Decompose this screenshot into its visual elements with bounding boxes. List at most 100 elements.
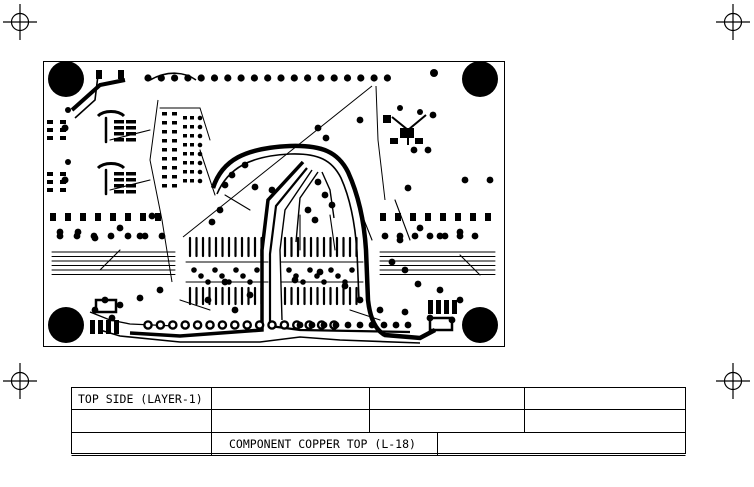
annular-pad bbox=[155, 320, 166, 330]
smd-pad bbox=[47, 172, 53, 176]
via-pad bbox=[197, 124, 203, 130]
smd-pad bbox=[172, 148, 177, 152]
smd-pad bbox=[183, 179, 187, 183]
mounting-holes bbox=[48, 61, 498, 343]
via-pad bbox=[461, 176, 469, 184]
smd-pad bbox=[190, 143, 194, 147]
annular-pad bbox=[254, 320, 265, 330]
copper-trace bbox=[394, 199, 411, 241]
via-pad bbox=[397, 105, 403, 111]
smd-pad bbox=[114, 120, 124, 124]
annular-pad bbox=[167, 320, 178, 330]
mounting-hole-icon bbox=[462, 61, 498, 97]
via-pad bbox=[356, 296, 364, 304]
smd-pad bbox=[383, 115, 391, 123]
mounting-hole-icon bbox=[48, 307, 84, 343]
copper-trace bbox=[179, 299, 211, 311]
smd-pad bbox=[47, 120, 53, 124]
smd-pad bbox=[190, 152, 194, 156]
smd-pad bbox=[162, 166, 167, 170]
copper-trace bbox=[96, 162, 126, 170]
via-pad bbox=[136, 294, 144, 302]
via-pad bbox=[157, 74, 165, 82]
annular-pad bbox=[242, 320, 252, 330]
smd-pad bbox=[162, 148, 167, 152]
via-pad bbox=[210, 74, 219, 82]
annular-pad bbox=[205, 320, 215, 330]
smd-pad bbox=[172, 130, 177, 134]
via-pad bbox=[376, 306, 384, 314]
smd-pad bbox=[114, 138, 124, 142]
smd-pad bbox=[60, 188, 66, 192]
smd-pad bbox=[110, 213, 116, 221]
via-pad bbox=[401, 266, 409, 274]
smd-pad bbox=[65, 213, 71, 221]
smd-pad bbox=[125, 213, 131, 221]
smd-pad bbox=[80, 213, 86, 221]
board-outline bbox=[43, 61, 505, 347]
via-pad bbox=[321, 191, 329, 199]
copper-trace bbox=[359, 209, 373, 241]
copper-trace bbox=[199, 149, 216, 196]
via-pad bbox=[136, 232, 144, 240]
smd-pad bbox=[162, 175, 167, 179]
smd-pad bbox=[126, 184, 136, 188]
via-pad bbox=[197, 74, 205, 82]
smd-pad bbox=[410, 213, 416, 221]
smd-pad bbox=[114, 184, 124, 188]
via-pad bbox=[317, 74, 325, 82]
via-pad bbox=[381, 232, 389, 240]
smd-pad bbox=[126, 132, 136, 136]
via-pad bbox=[221, 181, 229, 189]
via-pad bbox=[456, 228, 464, 236]
via-pad bbox=[65, 159, 71, 165]
via-pad bbox=[216, 206, 224, 214]
connector-pad bbox=[94, 298, 118, 314]
via-pad bbox=[383, 74, 391, 82]
via-pad bbox=[191, 267, 197, 273]
smd-pad bbox=[47, 180, 53, 184]
smd-pad bbox=[183, 170, 187, 174]
via-pad bbox=[436, 232, 444, 240]
via-pad bbox=[197, 178, 203, 184]
drawing-title: COMPONENT COPPER TOP (L-18) bbox=[229, 437, 416, 451]
via-pad bbox=[414, 280, 422, 288]
connector-pad bbox=[428, 316, 454, 332]
via-pad bbox=[291, 276, 299, 284]
via-pad bbox=[316, 268, 324, 276]
smd-pad bbox=[155, 213, 161, 221]
smd-pad bbox=[126, 190, 136, 194]
via-pad bbox=[368, 321, 376, 329]
smd-pad bbox=[415, 138, 423, 144]
via-pad bbox=[224, 74, 232, 82]
copper-static-features bbox=[70, 72, 437, 344]
smd-pad bbox=[183, 125, 187, 129]
via-pad bbox=[308, 321, 316, 329]
smd-pad bbox=[183, 143, 187, 147]
via-pad bbox=[56, 228, 64, 236]
smd-pad bbox=[118, 70, 124, 79]
smd-pad bbox=[183, 152, 187, 156]
via-pad bbox=[61, 124, 69, 132]
registration-mark-top-left bbox=[3, 4, 37, 40]
via-pad bbox=[426, 232, 434, 240]
smd-pad bbox=[172, 175, 177, 179]
smd-pad bbox=[162, 112, 167, 116]
via-pad bbox=[228, 171, 236, 179]
via-pad bbox=[401, 308, 409, 316]
via-pad bbox=[314, 178, 322, 186]
via-pad bbox=[184, 74, 192, 82]
via-pad bbox=[91, 234, 99, 242]
copper-trace bbox=[109, 129, 151, 141]
via-pad bbox=[198, 273, 204, 279]
annular-pad bbox=[192, 320, 203, 330]
via-pad bbox=[424, 146, 432, 154]
smd-pad bbox=[190, 170, 194, 174]
smd-pad bbox=[428, 300, 433, 314]
copper-trace bbox=[109, 179, 151, 191]
smd-pad bbox=[183, 134, 187, 138]
smd-pad bbox=[470, 213, 476, 221]
smd-pad bbox=[114, 172, 124, 176]
via-pad bbox=[335, 273, 341, 279]
